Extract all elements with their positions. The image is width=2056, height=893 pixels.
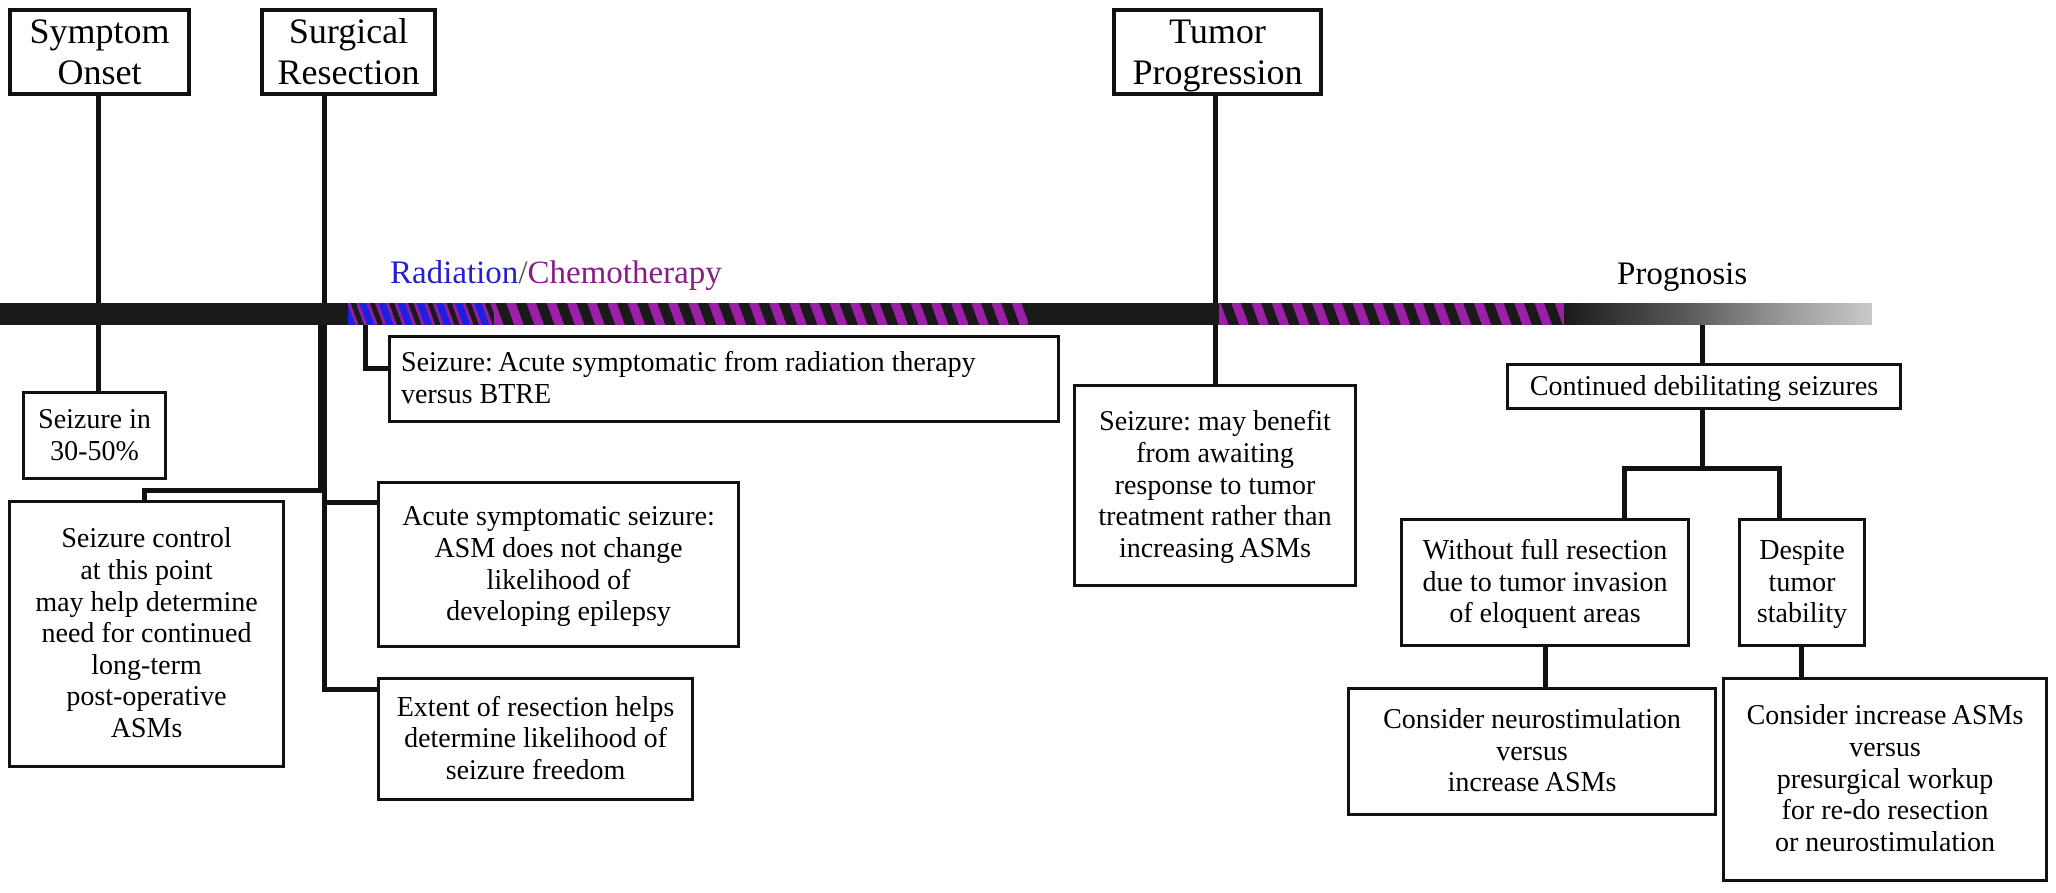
- label-chemotherapy: Chemotherapy: [527, 255, 722, 291]
- timeline-bar: [0, 303, 1872, 325]
- node-despite-tumor-stability: Despite tumor stability: [1738, 518, 1866, 647]
- milestone-tumor-progression: Tumor Progression: [1112, 8, 1323, 96]
- node-without-full-resection: Without full resection due to tumor inva…: [1400, 518, 1690, 647]
- segment-prognosis-fade: [1564, 303, 1872, 325]
- connector-extent-resection-drop: [322, 500, 327, 692]
- connector-right-child-to-action: [1799, 647, 1804, 678]
- connector-seizure-incidence: [96, 325, 101, 391]
- connector-seizure-control-drop: [318, 325, 323, 488]
- connector-acute-symptomatic-drop: [322, 325, 327, 505]
- connector-prognosis-root: [1700, 325, 1705, 364]
- segment-salvage-chemotherapy: [1219, 303, 1564, 325]
- connector-prognosis-left-leg: [1622, 466, 1627, 519]
- milestone-symptom-onset: Symptom Onset: [8, 8, 191, 96]
- note-seizure-control: Seizure control at this point may help d…: [8, 500, 285, 768]
- segment-pre-treatment: [0, 303, 348, 325]
- note-progression-seizure: Seizure: may benefit from awaiting respo…: [1073, 384, 1357, 587]
- connector-seizure-control-rise: [142, 488, 147, 501]
- connector-btre-drop: [363, 325, 368, 371]
- segment-surveillance: [1028, 303, 1219, 325]
- node-consider-increase-asms: Consider increase ASMs versus presurgica…: [1722, 677, 2048, 882]
- connector-btre-run: [363, 366, 393, 371]
- node-consider-neurostimulation: Consider neurostimulation versus increas…: [1347, 687, 1717, 816]
- connector-extent-resection-run: [322, 687, 378, 692]
- label-radiation: Radiation: [390, 255, 519, 291]
- stem-tumor-progression: [1213, 96, 1218, 308]
- node-continued-debilitating-seizures: Continued debilitating seizures: [1506, 363, 1902, 410]
- stem-surgical-resection: [322, 96, 327, 308]
- segment-radiation-chemo: [348, 303, 494, 325]
- label-separator: /: [518, 255, 528, 291]
- note-seizure-incidence: Seizure in 30-50%: [22, 391, 167, 480]
- connector-seizure-control-run: [142, 488, 323, 493]
- note-acute-symptomatic-seizure: Acute symptomatic seizure: ASM does not …: [377, 481, 740, 648]
- segment-chemotherapy: [494, 303, 1028, 325]
- note-radiation-vs-btre: Seizure: Acute symptomatic from radiatio…: [388, 335, 1060, 423]
- connector-acute-symptomatic-run: [322, 500, 378, 505]
- connector-prognosis-split-drop: [1700, 410, 1705, 468]
- milestone-surgical-resection: Surgical Resection: [260, 8, 437, 96]
- label-prognosis: Prognosis: [1617, 256, 1748, 292]
- connector-progression-seizure: [1213, 325, 1218, 385]
- label-radiation-chemotherapy: Radiation/Chemotherapy: [390, 255, 722, 292]
- connector-prognosis-right-leg: [1777, 466, 1782, 519]
- connector-left-child-to-action: [1543, 647, 1548, 688]
- stem-symptom-onset: [96, 96, 101, 308]
- note-extent-of-resection: Extent of resection helps determine like…: [377, 677, 694, 801]
- connector-prognosis-split-bar: [1622, 466, 1782, 471]
